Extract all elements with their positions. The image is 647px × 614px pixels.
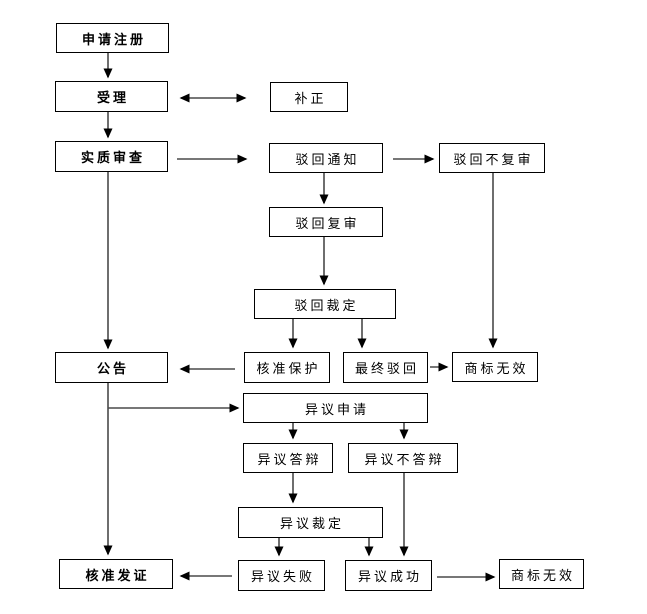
node-opposition-application: 异议申请 [243,393,428,423]
node-rejection-review: 驳回复审 [269,207,383,237]
node-rejection-no-review: 驳回不复审 [439,143,545,173]
node-final-rejection: 最终驳回 [343,352,428,383]
node-trademark-invalid-top: 商标无效 [452,352,538,382]
node-opposition-succeeded: 异议成功 [345,560,432,591]
node-substantive-examination: 实质审查 [55,141,168,172]
node-opposition-no-defense: 异议不答辩 [348,443,458,473]
node-rejection-notice: 驳回通知 [269,143,383,173]
node-approval-certificate: 核准发证 [59,559,173,589]
node-opposition-ruling: 异议裁定 [238,507,383,538]
node-trademark-invalid-bottom: 商标无效 [499,559,584,589]
node-correction: 补正 [270,82,348,112]
node-announcement: 公告 [55,352,168,383]
node-acceptance: 受理 [55,81,168,112]
node-approved-protection: 核准保护 [244,352,330,383]
node-opposition-failed: 异议失败 [238,560,325,591]
node-rejection-ruling: 驳回裁定 [254,289,396,319]
node-opposition-defense: 异议答辩 [243,443,333,473]
node-apply-registration: 申请注册 [56,23,169,53]
